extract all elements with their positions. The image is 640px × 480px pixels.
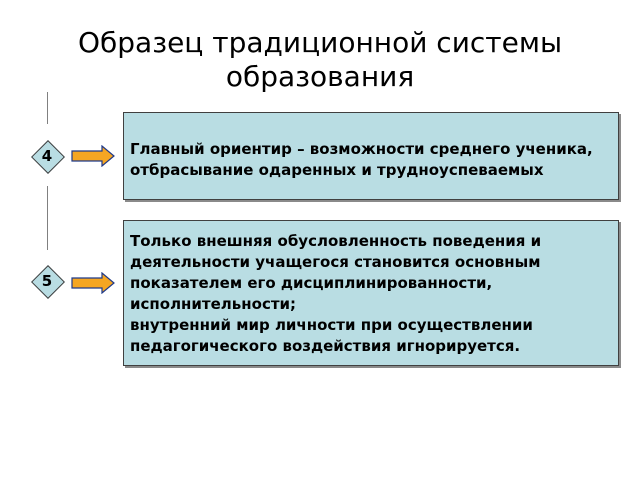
right-arrow-icon [71, 145, 115, 167]
step-number-4: 4 [41, 147, 53, 165]
right-arrow-icon [71, 272, 115, 294]
connector-line-middle [47, 186, 48, 250]
connector-line-top [47, 92, 48, 124]
info-box-5-text: Только внешняя обусловленность поведения… [130, 232, 542, 355]
slide-title: Образец традиционной системы образования [77, 26, 563, 93]
info-box-4: Главный ориентир – возможности среднего … [123, 112, 619, 200]
step-number-5: 5 [41, 272, 53, 290]
info-box-5: Только внешняя обусловленность поведения… [123, 220, 619, 366]
info-box-4-text: Главный ориентир – возможности среднего … [130, 140, 593, 179]
